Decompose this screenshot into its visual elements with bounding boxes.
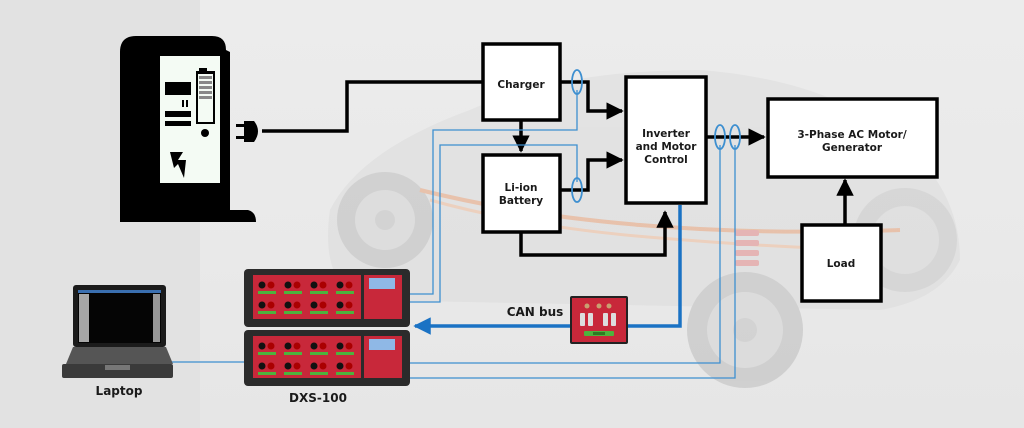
dxs-jack bbox=[267, 362, 275, 370]
dxs-100-device[interactable] bbox=[244, 269, 410, 386]
dxs-jack bbox=[336, 301, 344, 309]
laptop-icon[interactable] bbox=[62, 285, 173, 378]
dxs-terminal-block bbox=[336, 311, 354, 314]
charger-to-inverter-line bbox=[560, 80, 624, 120]
can-bus-line bbox=[413, 205, 682, 335]
battery-to-inverter-line bbox=[560, 151, 624, 192]
dxs-terminal-block bbox=[258, 372, 276, 375]
dxs-terminal-block bbox=[336, 291, 354, 294]
battery-label-line-1: Li-ion bbox=[505, 182, 538, 194]
battery-probe-line bbox=[405, 144, 578, 303]
inverter-label-line-1: Inverter bbox=[642, 128, 691, 140]
laptop-label: Laptop bbox=[96, 384, 143, 398]
dxs-terminal-block bbox=[284, 291, 302, 294]
plug-to-charger-line bbox=[262, 80, 483, 133]
dxs-input-jacks bbox=[258, 281, 354, 375]
dxs-terminal-block bbox=[336, 352, 354, 355]
dxs-jack bbox=[293, 362, 301, 370]
dxs-jack bbox=[267, 301, 275, 309]
dxs-jack bbox=[310, 342, 318, 350]
car-front-wheel bbox=[337, 172, 433, 268]
motor-node[interactable]: 3-Phase AC Motor/ Generator bbox=[766, 97, 939, 179]
dxs-jack bbox=[319, 342, 327, 350]
charger-probe-clamp-icon bbox=[571, 69, 583, 95]
car-suspension-spring bbox=[735, 230, 759, 266]
dxs-jack bbox=[336, 281, 344, 289]
dxs-jack bbox=[258, 362, 266, 370]
dxs-jack bbox=[345, 301, 353, 309]
battery-return-line bbox=[519, 210, 674, 257]
dxs-jack bbox=[284, 301, 292, 309]
car-rear-wheel bbox=[687, 272, 803, 388]
dxs-jack bbox=[267, 342, 275, 350]
charger-probe-line bbox=[405, 90, 578, 295]
dxs-jack bbox=[345, 362, 353, 370]
dxs-jack bbox=[293, 342, 301, 350]
inverter-probe-line-1 bbox=[405, 145, 721, 364]
dxs-terminal-block bbox=[284, 311, 302, 314]
dxs-terminal-block bbox=[310, 311, 328, 314]
inverter-probe-line-2 bbox=[405, 145, 736, 379]
dxs-jack bbox=[310, 362, 318, 370]
dxs-label: DXS-100 bbox=[289, 391, 347, 405]
dxs-terminal-block bbox=[284, 352, 302, 355]
battery-label-line-2: Battery bbox=[499, 195, 543, 207]
dxs-jack bbox=[258, 342, 266, 350]
dxs-jack bbox=[336, 342, 344, 350]
dxs-terminal-block bbox=[310, 372, 328, 375]
dxs-terminal-block bbox=[284, 372, 302, 375]
can-bus-label: CAN bus bbox=[507, 305, 564, 319]
power-plug-icon bbox=[236, 121, 258, 142]
dxs-jack bbox=[319, 281, 327, 289]
dxs-terminal-block bbox=[258, 352, 276, 355]
dxs-jack bbox=[284, 342, 292, 350]
dxs-jack bbox=[258, 281, 266, 289]
battery-gauge-icon bbox=[196, 68, 215, 124]
dxs-jack bbox=[319, 301, 327, 309]
dxs-jack bbox=[284, 362, 292, 370]
dxs-jack bbox=[310, 281, 318, 289]
power-lines bbox=[262, 80, 854, 257]
dxs-jack bbox=[293, 281, 301, 289]
dxs-terminal-block bbox=[310, 291, 328, 294]
ev-charging-station-icon bbox=[120, 36, 258, 222]
inverter-probe-clamp-1-icon bbox=[714, 124, 726, 150]
dxs-jack bbox=[345, 342, 353, 350]
dxs-unit-top bbox=[244, 269, 410, 327]
load-label: Load bbox=[827, 258, 856, 270]
charger-label: Charger bbox=[497, 79, 545, 91]
load-node[interactable]: Load bbox=[800, 223, 883, 303]
motor-label-line-1: 3-Phase AC Motor/ bbox=[797, 129, 907, 141]
dxs-terminal-block bbox=[310, 352, 328, 355]
probe-lines bbox=[170, 90, 736, 379]
dxs-jack bbox=[310, 301, 318, 309]
battery-node[interactable]: Li-ion Battery bbox=[481, 153, 562, 234]
current-probe-clamps bbox=[571, 69, 741, 203]
inverter-probe-clamp-2-icon bbox=[729, 124, 741, 150]
lightning-bolt-icon bbox=[170, 152, 186, 178]
dxs-terminal-block bbox=[258, 291, 276, 294]
inverter-node[interactable]: Inverter and Motor Control bbox=[624, 75, 708, 205]
dxs-jack bbox=[336, 362, 344, 370]
dxs-terminal-block bbox=[258, 311, 276, 314]
dxs-terminal-block bbox=[336, 372, 354, 375]
dxs-jack bbox=[345, 281, 353, 289]
inverter-label-line-2: and Motor bbox=[636, 141, 698, 153]
motor-label-line-2: Generator bbox=[822, 142, 883, 154]
dxs-unit-bottom bbox=[244, 330, 410, 386]
dxs-jack bbox=[267, 281, 275, 289]
dxs-jack bbox=[293, 301, 301, 309]
dxs-jack bbox=[258, 301, 266, 309]
dxs-jack bbox=[284, 281, 292, 289]
battery-probe-clamp-icon bbox=[571, 177, 583, 203]
can-bus-module[interactable] bbox=[570, 296, 628, 344]
dxs-jack bbox=[319, 362, 327, 370]
charger-node[interactable]: Charger bbox=[481, 42, 562, 122]
inverter-label-line-3: Control bbox=[644, 154, 687, 166]
